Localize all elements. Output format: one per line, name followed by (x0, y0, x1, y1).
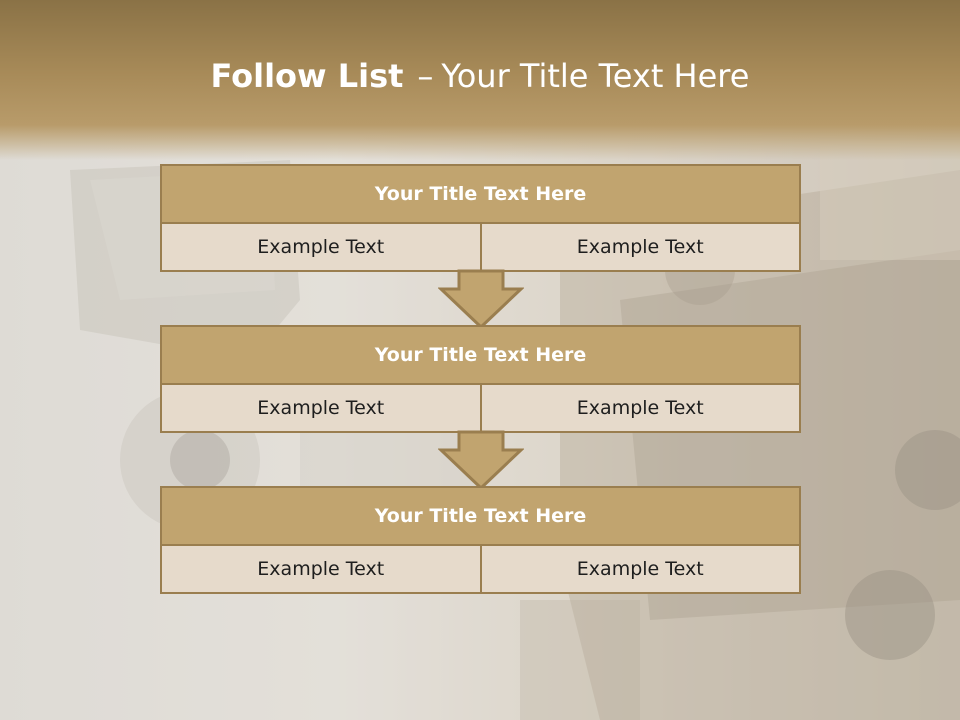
step-title: Your Title Text Here (162, 488, 799, 546)
step-box-1: Your Title Text Here Example Text Exampl… (160, 164, 801, 272)
header-band (0, 0, 960, 160)
step-title: Your Title Text Here (162, 166, 799, 224)
title-bold: Follow List (210, 57, 404, 95)
title-separator: – (417, 57, 434, 95)
step-left-text: Example Text (257, 558, 385, 580)
down-arrow-icon (438, 430, 524, 491)
step-box-2: Your Title Text Here Example Text Exampl… (160, 325, 801, 433)
down-arrow-icon (438, 269, 524, 330)
step-right-text: Example Text (479, 385, 800, 431)
step-left-text: Example Text (257, 236, 385, 258)
step-title: Your Title Text Here (162, 327, 799, 385)
page-title: Follow List–Your Title Text Here (0, 56, 960, 96)
step-left-text: Example Text (257, 397, 385, 419)
step-box-3: Your Title Text Here Example Text Exampl… (160, 486, 801, 594)
title-rest: Your Title Text Here (441, 57, 750, 95)
step-right-text: Example Text (479, 224, 800, 270)
step-right-text: Example Text (479, 546, 800, 592)
